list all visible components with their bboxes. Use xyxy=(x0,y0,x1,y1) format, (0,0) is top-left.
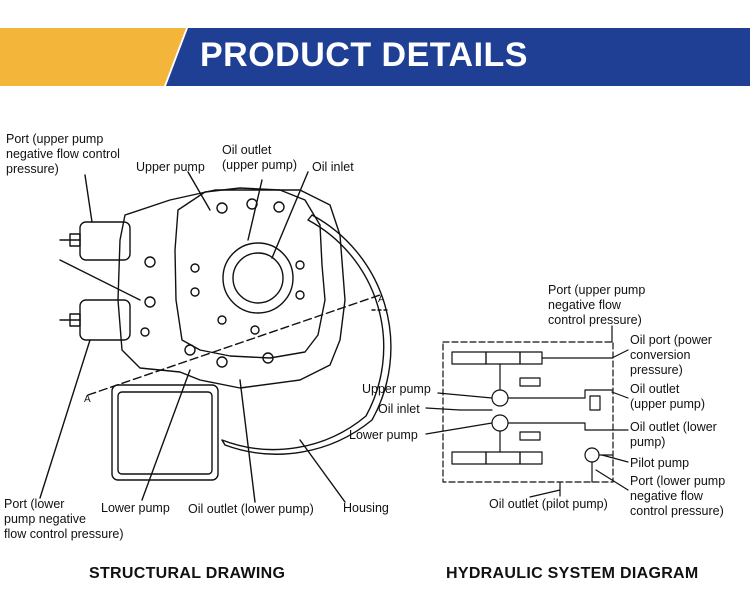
label-hyd-lower-pump: Lower pump xyxy=(349,428,418,442)
label-hyd-pilot-pump: Pilot pump xyxy=(630,456,690,470)
label-line: (upper pump) xyxy=(630,397,706,411)
banner-shape xyxy=(0,28,750,86)
label-line: Port (upper pump xyxy=(6,132,104,146)
caption-hydraulic-diagram: HYDRAULIC SYSTEM DIAGRAM xyxy=(446,565,699,582)
lower-pump-symbol xyxy=(491,414,509,432)
label-hyd-oil-inlet: Oil inlet xyxy=(378,402,420,416)
label-line: negative flow control xyxy=(6,147,120,161)
label-lower-pump: Lower pump xyxy=(101,501,170,515)
label-line: pressure) xyxy=(630,363,683,377)
label-line: pump negative xyxy=(4,512,87,526)
pump-housing-body xyxy=(117,189,346,389)
label-hyd-oil-outlet-upper: Oil outlet (upper pump) xyxy=(630,382,705,412)
label-hyd-oil-port: Oil port (power conversion pressure) xyxy=(630,333,712,378)
mounting-bracket xyxy=(111,384,219,481)
product-details-banner: PRODUCT DETAILS xyxy=(0,28,750,86)
label-line: Oil outlet (lower xyxy=(630,420,717,434)
label-line: pressure) xyxy=(6,162,59,176)
pump-head-block xyxy=(174,187,326,359)
label-line: Port (lower pump xyxy=(630,474,726,488)
label-hyd-oil-outlet-lower: Oil outlet (lower pump) xyxy=(630,420,717,450)
label-hyd-port-upper: Port (upper pump negative flow control p… xyxy=(548,283,645,328)
label-hyd-upper-pump: Upper pump xyxy=(362,382,431,396)
structural-drawing xyxy=(39,171,392,503)
label-line: (upper pump) xyxy=(222,158,298,172)
label-line: conversion xyxy=(630,348,691,362)
label-hyd-port-lower: Port (lower pump negative flow control p… xyxy=(630,474,725,519)
label-line: pump) xyxy=(630,435,666,449)
label-line: Port (upper pump xyxy=(548,283,646,297)
label-port-lower-pump: Port (lower pump negative flow control p… xyxy=(4,497,124,542)
label-oil-inlet: Oil inlet xyxy=(312,160,354,174)
banner-title: PRODUCT DETAILS xyxy=(200,36,528,74)
label-oil-outlet-upper: Oil outlet (upper pump) xyxy=(222,143,297,173)
label-line: control pressure) xyxy=(548,313,642,327)
label-port-upper-pump: Port (upper pump negative flow control p… xyxy=(6,132,120,177)
label-line: negative flow xyxy=(548,298,621,312)
pilot-pump-symbol xyxy=(584,447,600,463)
hydraulic-diagram xyxy=(425,325,629,498)
label-line: Port (lower xyxy=(4,497,65,511)
label-hyd-oil-outlet-pilot: Oil outlet (pilot pump) xyxy=(489,497,608,511)
upper-pump-symbol xyxy=(491,389,509,407)
oil-inlet-flange xyxy=(222,242,294,314)
hydraulic-boundary xyxy=(442,341,614,483)
label-housing: Housing xyxy=(343,501,389,515)
label-section-mark-a: A xyxy=(378,294,385,305)
label-upper-pump: Upper pump xyxy=(136,160,205,174)
label-line: Oil outlet xyxy=(630,382,680,396)
label-line: Oil port (power xyxy=(630,333,712,347)
housing-outline xyxy=(221,214,392,455)
label-line: Oil outlet xyxy=(222,143,272,157)
label-section-mark-a-lower: A xyxy=(84,394,91,405)
label-line: control pressure) xyxy=(630,504,724,518)
label-oil-outlet-lower: Oil outlet (lower pump) xyxy=(188,502,314,516)
label-line: negative flow xyxy=(630,489,703,503)
caption-structural-drawing: STRUCTURAL DRAWING xyxy=(89,565,286,582)
lower-regulator-valve xyxy=(79,299,131,341)
label-line: flow control pressure) xyxy=(4,527,124,541)
